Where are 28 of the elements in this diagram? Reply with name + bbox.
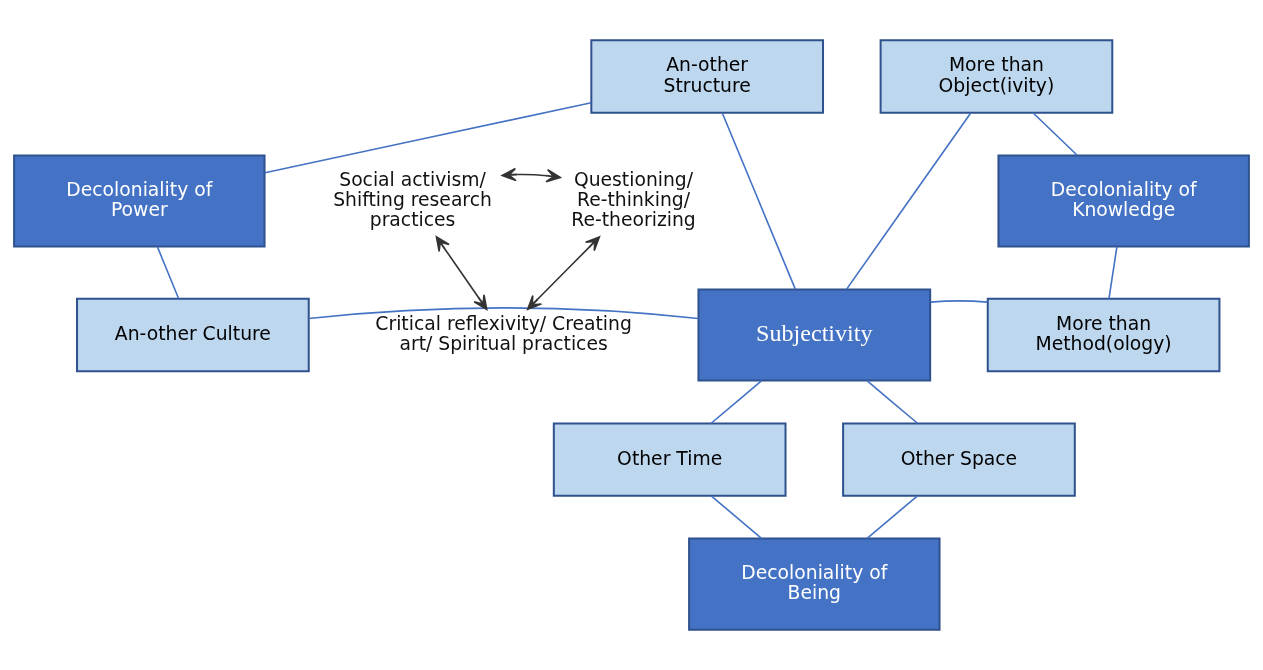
connector: [845, 112, 972, 290]
node-box: An-other Structure: [590, 39, 825, 114]
connector: [710, 495, 763, 540]
connector: [721, 112, 797, 290]
node-box: More than Method(ology): [986, 297, 1221, 373]
node-box: Decoloniality of Knowledge: [997, 154, 1250, 248]
arrow: [526, 236, 601, 311]
arrow: [501, 167, 562, 183]
connector: [929, 300, 989, 303]
connector: [1108, 246, 1118, 300]
connector: [866, 379, 919, 425]
node-box: An-other Culture: [76, 297, 310, 373]
node-box: Decoloniality of Being: [688, 537, 941, 631]
arrow: [435, 236, 488, 311]
connector: [264, 101, 593, 174]
node-box: Other Space: [842, 422, 1076, 497]
node-text: Critical reflexivity/ Creating art/ Spiritual practices: [375, 312, 632, 354]
connector: [866, 495, 919, 540]
connector: [1032, 112, 1079, 157]
node-box: Decoloniality of Power: [13, 154, 266, 248]
node-box: More than Object(ivity): [879, 39, 1114, 114]
node-box: Subjectivity: [697, 288, 932, 382]
node-text: Questioning/ Re-thinking/ Re-theorizing: [571, 168, 696, 231]
connector: [710, 379, 763, 425]
connector: [156, 246, 180, 300]
node-text: Social activism/ Shifting research practices: [333, 168, 492, 231]
node-box: Other Time: [552, 422, 787, 497]
connector: [308, 307, 700, 320]
